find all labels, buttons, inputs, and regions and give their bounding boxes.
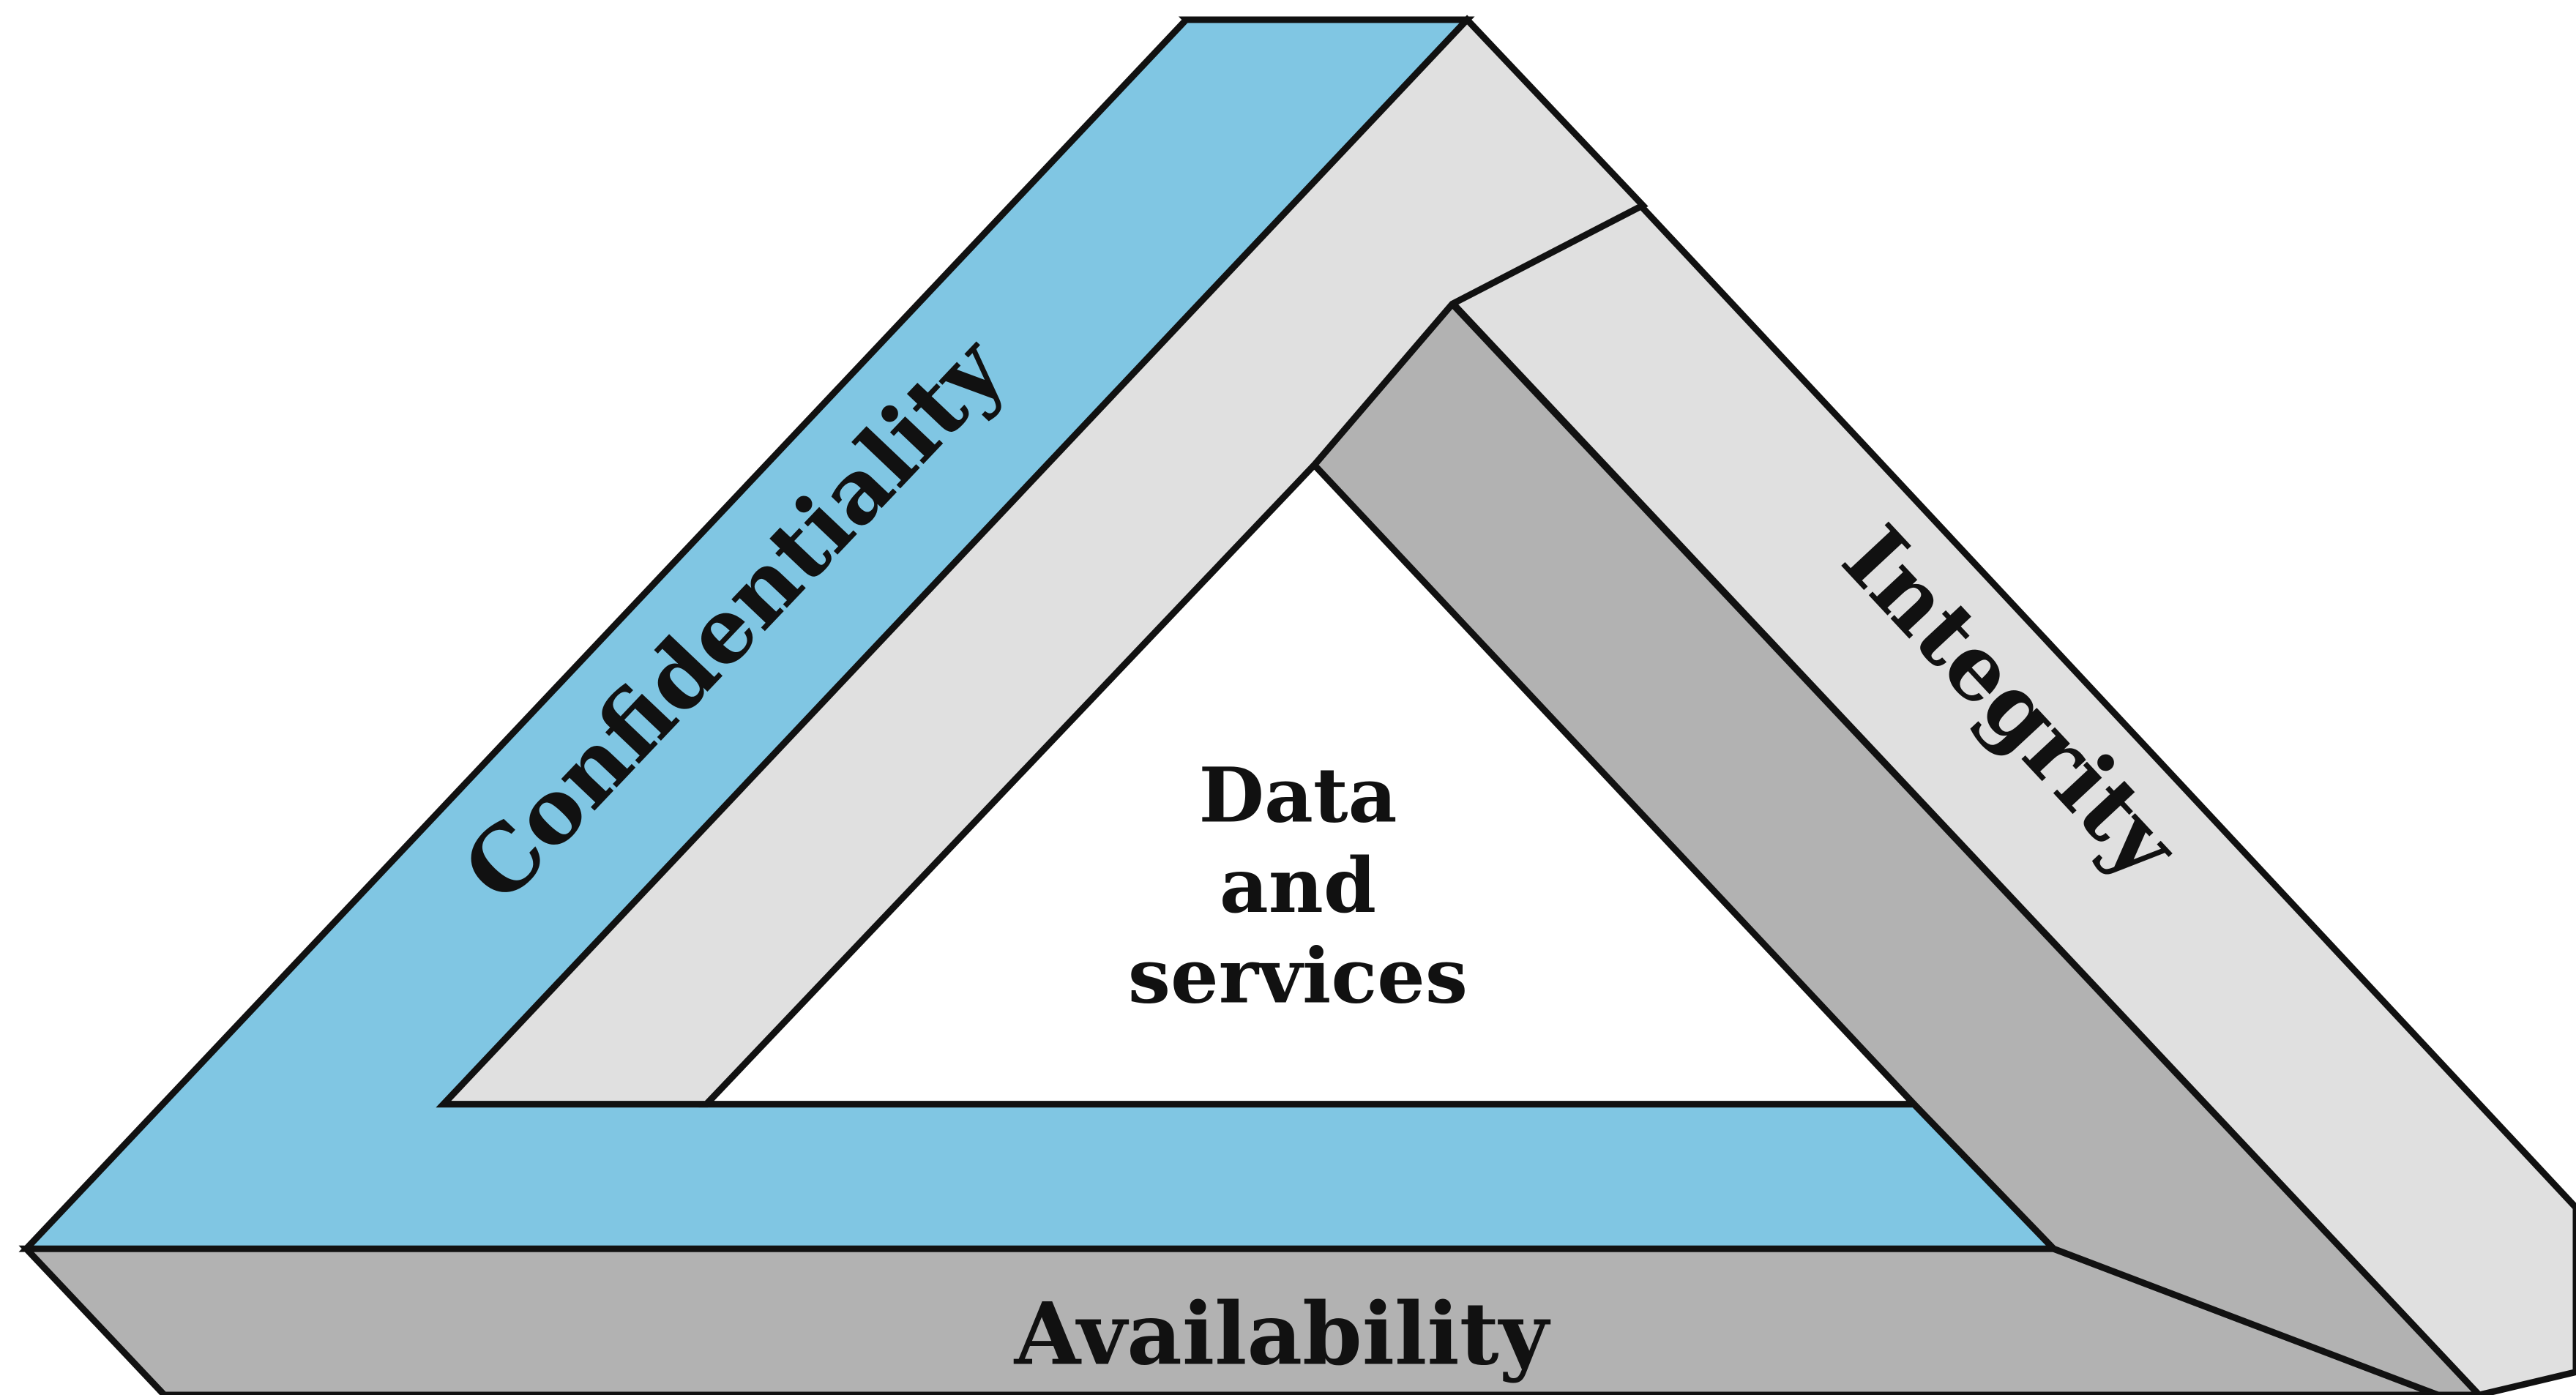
center-label-line-1: Data: [1198, 751, 1397, 839]
center-label-line-3: services: [1128, 932, 1468, 1020]
center-label-line-2: and: [1220, 842, 1376, 930]
data-and-services-triangle: [698, 460, 1922, 1108]
availability-label: Availability: [1014, 1283, 1551, 1384]
